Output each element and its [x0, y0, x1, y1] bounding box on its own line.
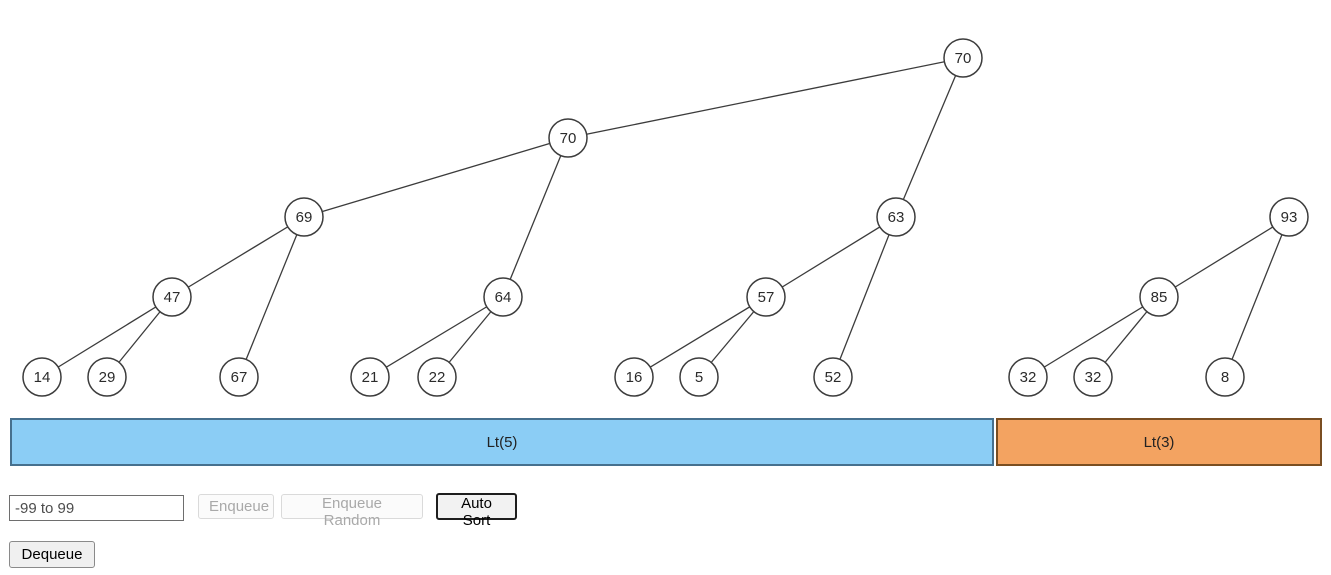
tree-edge [765, 216, 897, 298]
tree-node: 29 [87, 357, 127, 397]
tree-node-label: 22 [429, 369, 446, 386]
tree-node-label: 63 [888, 209, 905, 226]
tree-edge [41, 296, 173, 378]
tree-node: 70 [943, 38, 983, 78]
value-input[interactable] [9, 495, 184, 521]
tree-node-circle [22, 357, 62, 397]
queue-bar-label: Lt(5) [486, 433, 518, 451]
tree-node: 8 [1205, 357, 1245, 397]
tree-node: 47 [152, 277, 192, 317]
tree-node-circle [813, 357, 853, 397]
tree-node-circle [284, 197, 324, 237]
tree-edge [895, 57, 964, 218]
tree-node-circle [87, 357, 127, 397]
tree-node-label: 5 [695, 369, 703, 386]
dequeue-button[interactable]: Dequeue [9, 541, 95, 568]
tree-edge [832, 216, 897, 378]
queue-bar-0: Lt(5) [10, 418, 994, 466]
tree-node-label: 67 [231, 369, 248, 386]
tree-node-label: 14 [34, 369, 51, 386]
tree-node: 93 [1269, 197, 1309, 237]
tree-node-label: 69 [296, 209, 313, 226]
tree-node-circle [746, 277, 786, 317]
tree-node-label: 32 [1020, 369, 1037, 386]
tree-node-circle [483, 277, 523, 317]
tree-node: 85 [1139, 277, 1179, 317]
tree-node: 70 [548, 118, 588, 158]
tree-node-circle [548, 118, 588, 158]
tree-node-circle [943, 38, 983, 78]
enqueue-random-button[interactable]: Enqueue Random [281, 494, 423, 529]
tree-edge [502, 137, 569, 298]
queue-bar-label: Lt(3) [1143, 433, 1175, 451]
tree-node: 5 [679, 357, 719, 397]
tree-node-label: 32 [1085, 369, 1102, 386]
tree-node-circle [1073, 357, 1113, 397]
tree-node-label: 85 [1151, 289, 1168, 306]
tree-edge [633, 296, 767, 378]
tree-edge [238, 216, 305, 378]
tree-node: 14 [22, 357, 62, 397]
tree-edge [1027, 296, 1160, 378]
tree-node: 64 [483, 277, 523, 317]
tree-node-label: 47 [164, 289, 181, 306]
tree-node-label: 21 [362, 369, 379, 386]
tree-node-label: 93 [1281, 209, 1298, 226]
tree-node: 32 [1073, 357, 1113, 397]
tree-node-circle [152, 277, 192, 317]
tree-node-circle [1139, 277, 1179, 317]
tree-node: 52 [813, 357, 853, 397]
tree-node: 21 [350, 357, 390, 397]
tree-node-circle [1269, 197, 1309, 237]
queue-bar-1: Lt(3) [996, 418, 1322, 466]
tree-edge [369, 296, 504, 378]
tree-edge [1158, 216, 1290, 298]
tree-node: 69 [284, 197, 324, 237]
tree-node-circle [614, 357, 654, 397]
tree-node-label: 64 [495, 289, 512, 306]
tree-node-circle [1205, 357, 1245, 397]
tree-edge [567, 57, 964, 139]
tree-node-label: 57 [758, 289, 775, 306]
tree-node-circle [417, 357, 457, 397]
tree-node-label: 52 [825, 369, 842, 386]
tree-node-circle [679, 357, 719, 397]
tree-node-label: 16 [626, 369, 643, 386]
tree-node-circle [219, 357, 259, 397]
tree-node: 16 [614, 357, 654, 397]
tree-edge [1224, 216, 1290, 378]
tree-node-circle [876, 197, 916, 237]
tree-node: 32 [1008, 357, 1048, 397]
tree-node: 22 [417, 357, 457, 397]
tree-node-label: 70 [955, 50, 972, 67]
auto-sort-button[interactable]: Auto Sort [436, 493, 517, 529]
tree-node-circle [1008, 357, 1048, 397]
tree-node: 63 [876, 197, 916, 237]
enqueue-button[interactable]: Enqueue [198, 494, 274, 519]
tree-node-circle [350, 357, 390, 397]
tree-edge [303, 137, 569, 218]
tree-node-label: 70 [560, 130, 577, 147]
tree-node-label: 8 [1221, 369, 1229, 386]
heap-tree-canvas: 70 70 69 47 14 29 67 64 21 22 63 57 16 5 52 93 85 32 32 8 [22, 38, 1309, 397]
tree-node-label: 29 [99, 369, 116, 386]
tree-node: 67 [219, 357, 259, 397]
tree-edge [171, 216, 305, 298]
tree-node: 57 [746, 277, 786, 317]
